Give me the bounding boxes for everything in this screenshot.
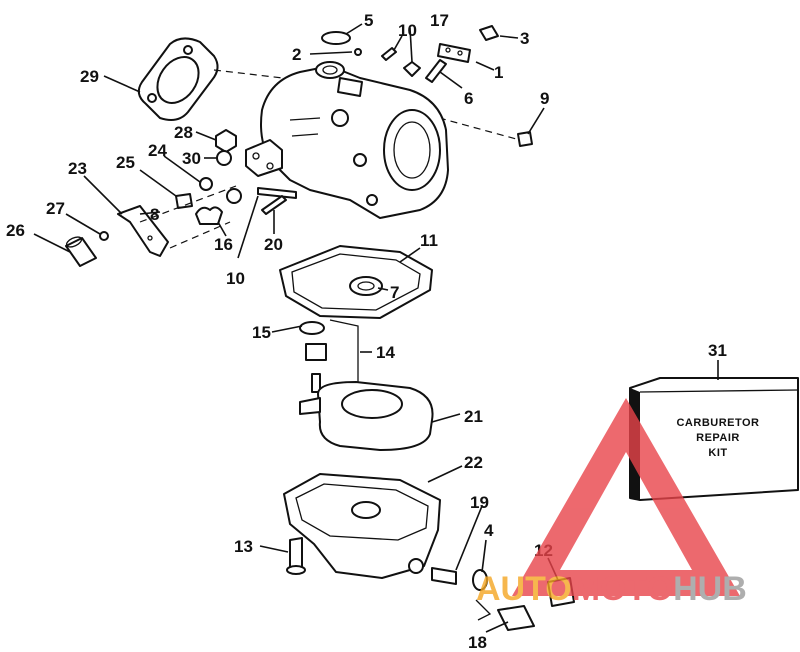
callout-16: 16 [214, 235, 233, 254]
callout-25: 25 [116, 153, 135, 172]
seal-15 [299, 321, 325, 335]
washer-4 [472, 569, 488, 591]
pin-10-top [381, 47, 397, 61]
callout-20: 20 [264, 235, 283, 254]
plug-9 [517, 131, 533, 147]
carburetor-body [245, 61, 449, 219]
callout-23: 23 [68, 159, 87, 178]
callout-24: 24 [148, 141, 167, 160]
kit-label-line2: REPAIR [696, 432, 740, 444]
callout-8: 8 [150, 205, 159, 224]
watermark-part3: HUB [673, 570, 747, 608]
washer-30 [216, 150, 232, 166]
triangle-logo-icon [512, 398, 740, 596]
callout-22: 22 [464, 453, 483, 472]
needle-6 [425, 59, 447, 83]
nut-28 [215, 129, 237, 153]
callout-27: 27 [46, 199, 65, 218]
screw-3 [479, 25, 499, 41]
callout-28: 28 [174, 123, 193, 142]
callout-14: 14 [376, 343, 395, 362]
callout-10-left: 10 [226, 269, 245, 288]
spring-16 [195, 206, 223, 225]
callout-3: 3 [520, 29, 529, 48]
callout-29: 29 [80, 67, 99, 86]
watermark-logo: AUTOMOTOHUB [476, 398, 747, 608]
watermark-part2: MOTO [572, 570, 673, 608]
ring-27 [99, 231, 109, 241]
callout-31: 31 [708, 341, 727, 360]
plug-5 [321, 31, 351, 45]
callout-26: 26 [6, 221, 25, 240]
washer-17 [403, 61, 421, 77]
callout-2: 2 [292, 45, 301, 64]
callout-19: 19 [470, 493, 489, 512]
parts-top [321, 25, 533, 147]
jet-18 [497, 605, 535, 631]
kit-label-line3: KIT [708, 447, 727, 459]
washer-16b [226, 188, 242, 204]
callout-9: 9 [540, 89, 549, 108]
callout-6: 6 [464, 89, 473, 108]
callout-30: 30 [182, 149, 201, 168]
ball-2 [354, 48, 362, 56]
callout-4: 4 [484, 521, 494, 540]
svg-text:AUTOMOTOHUB: AUTOMOTOHUB [476, 570, 747, 608]
parts-left [65, 129, 297, 267]
callout-15: 15 [252, 323, 271, 342]
callout-5: 5 [364, 11, 373, 30]
washer-24 [199, 177, 213, 191]
kit-label-line1: CARBURETOR [676, 417, 759, 429]
gasket-29 [137, 37, 219, 121]
watermark-part1: AUTO [476, 570, 572, 608]
pin-10-left [257, 187, 297, 199]
gasket-11 [279, 245, 433, 319]
callout-11: 11 [420, 231, 438, 250]
callout-18: 18 [468, 633, 487, 652]
callout-21: 21 [464, 407, 483, 426]
screw-20 [261, 195, 287, 215]
callout-13: 13 [234, 537, 253, 556]
lever-1 [437, 43, 471, 63]
seat-needle [305, 343, 327, 361]
screw-25 [175, 193, 193, 209]
float-21 [299, 319, 434, 451]
callout-1: 1 [494, 63, 503, 82]
callout-10-top: 10 [398, 21, 417, 40]
bushing-26 [65, 237, 97, 267]
needle-19 [431, 567, 457, 585]
callout-7: 7 [390, 283, 399, 302]
callout-17: 17 [430, 11, 449, 30]
lever-23 [117, 205, 169, 257]
